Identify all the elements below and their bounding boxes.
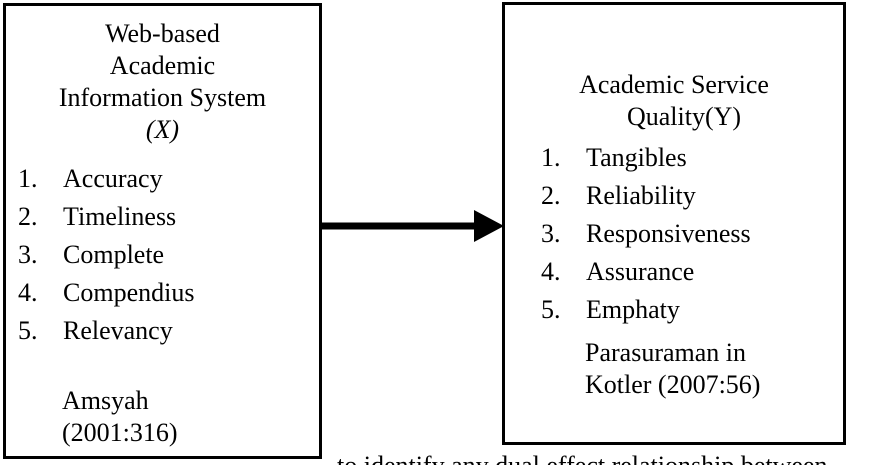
item-number: 4. bbox=[541, 257, 561, 286]
item-number: 5. bbox=[18, 316, 38, 345]
variable-x-source: Amsyah (2001:316) bbox=[62, 385, 178, 449]
source-line: Amsyah bbox=[62, 386, 149, 415]
item-number: 2. bbox=[18, 202, 38, 231]
item-number: 2. bbox=[541, 181, 561, 210]
list-item: 2. Timeliness bbox=[18, 198, 194, 236]
item-number: 3. bbox=[18, 240, 38, 269]
variable-x-title-line: Academic bbox=[109, 51, 216, 80]
item-label: Complete bbox=[63, 240, 165, 269]
list-item: 4. Compendius bbox=[18, 274, 194, 312]
variable-x-title: Web-based Academic Information System (X… bbox=[6, 18, 319, 146]
item-number: 4. bbox=[18, 278, 38, 307]
item-label: Tangibles bbox=[586, 143, 687, 172]
item-number: 3. bbox=[541, 219, 561, 248]
item-label: Timeliness bbox=[63, 202, 177, 231]
variable-y-title-line: Academic Service bbox=[579, 70, 769, 99]
cut-off-body-text: to identify any dual effect relationship… bbox=[337, 452, 827, 465]
list-item: 1. Tangibles bbox=[541, 139, 751, 177]
arrow-head-icon bbox=[474, 210, 504, 242]
item-label: Emphaty bbox=[586, 295, 680, 324]
item-label: Reliability bbox=[586, 181, 696, 210]
item-label: Assurance bbox=[586, 257, 695, 286]
list-item: 4. Assurance bbox=[541, 253, 751, 291]
source-line: Parasuraman in bbox=[585, 338, 747, 367]
variable-x-title-line: Web-based bbox=[105, 19, 220, 48]
item-number: 1. bbox=[541, 143, 561, 172]
list-item: 3. Complete bbox=[18, 236, 194, 274]
source-line: Kotler (2007:56) bbox=[585, 370, 761, 399]
list-item: 3. Responsiveness bbox=[541, 215, 751, 253]
source-line: (2001:316) bbox=[62, 418, 178, 447]
variable-x-symbol: (X) bbox=[145, 115, 180, 144]
list-item: 5. Emphaty bbox=[541, 291, 751, 329]
variable-y-indicator-list: 1. Tangibles 2. Reliability 3. Responsivene… bbox=[541, 139, 751, 329]
list-item: 2. Reliability bbox=[541, 177, 751, 215]
variable-y-title: Academic Service Quality(Y) bbox=[505, 69, 843, 133]
item-number: 5. bbox=[541, 295, 561, 324]
variable-y-box: Academic Service Quality(Y) 1. Tangibles … bbox=[502, 2, 846, 445]
variable-x-title-line: Information System bbox=[58, 83, 267, 112]
item-label: Relevancy bbox=[63, 316, 173, 345]
item-label: Responsiveness bbox=[586, 219, 751, 248]
list-item: 5. Relevancy bbox=[18, 312, 194, 350]
variable-x-indicator-list: 1. Accuracy 2. Timeliness 3. Complete 4. Com… bbox=[18, 160, 194, 350]
list-item: 1. Accuracy bbox=[18, 160, 194, 198]
variable-y-title-line: Quality(Y) bbox=[626, 102, 742, 131]
variable-x-box: Web-based Academic Information System (X… bbox=[3, 3, 322, 459]
item-number: 1. bbox=[18, 164, 38, 193]
item-label: Compendius bbox=[63, 278, 195, 307]
item-label: Accuracy bbox=[63, 164, 163, 193]
body-text-line: to identify any dual effect relationship… bbox=[337, 452, 827, 465]
variable-y-source: Parasuraman in Kotler (2007:56) bbox=[585, 337, 760, 401]
